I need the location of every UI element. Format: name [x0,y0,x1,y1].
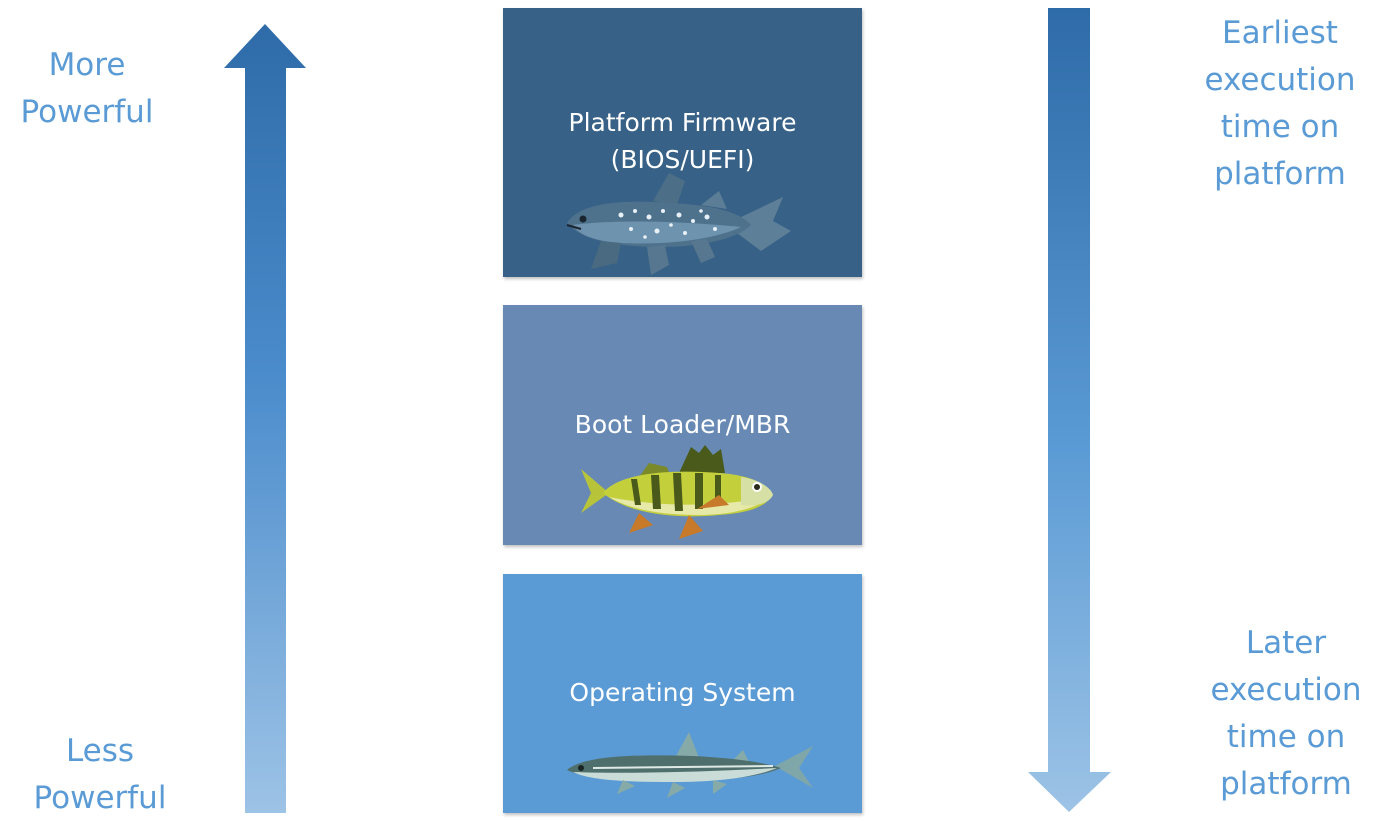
earliest-line-2: execution [1204,62,1356,98]
power-up-arrow [224,24,306,813]
smelt-icon [567,732,813,798]
boot-loader-line-1: Boot Loader/MBR [574,410,791,439]
platform-firmware-line-1: Platform Firmware [568,108,797,137]
coelacanth-icon [566,173,791,275]
time-down-arrow [1028,8,1111,812]
later-line-3: time on [1226,719,1346,755]
earliest-line-4: platform [1214,156,1346,192]
earliest-line-3: time on [1220,109,1340,145]
later-execution-label: Later execution time on platform [1196,620,1376,808]
operating-system-label: Operating System [503,674,862,711]
later-line-4: platform [1220,766,1352,802]
boot-loader-label: Boot Loader/MBR [503,406,862,443]
less-powerful-label: Less Powerful [25,728,175,822]
more-powerful-label: More Powerful [12,42,162,136]
more-powerful-line-2: Powerful [20,94,154,130]
platform-firmware-line-2: (BIOS/UEFI) [610,145,755,174]
less-powerful-line-2: Powerful [33,780,167,816]
later-line-2: execution [1210,672,1362,708]
platform-firmware-box: Platform Firmware (BIOS/UEFI) [503,8,862,277]
boot-loader-box: Boot Loader/MBR [503,305,862,545]
platform-firmware-label: Platform Firmware (BIOS/UEFI) [503,104,862,178]
earliest-execution-label: Earliest execution time on platform [1190,10,1370,198]
operating-system-box: Operating System [503,574,862,813]
less-powerful-line-1: Less [65,733,135,769]
later-line-1: Later [1245,625,1327,661]
perch-icon [581,445,773,539]
operating-system-line-1: Operating System [569,678,796,707]
earliest-line-1: Earliest [1222,15,1338,51]
more-powerful-line-1: More [48,47,126,83]
